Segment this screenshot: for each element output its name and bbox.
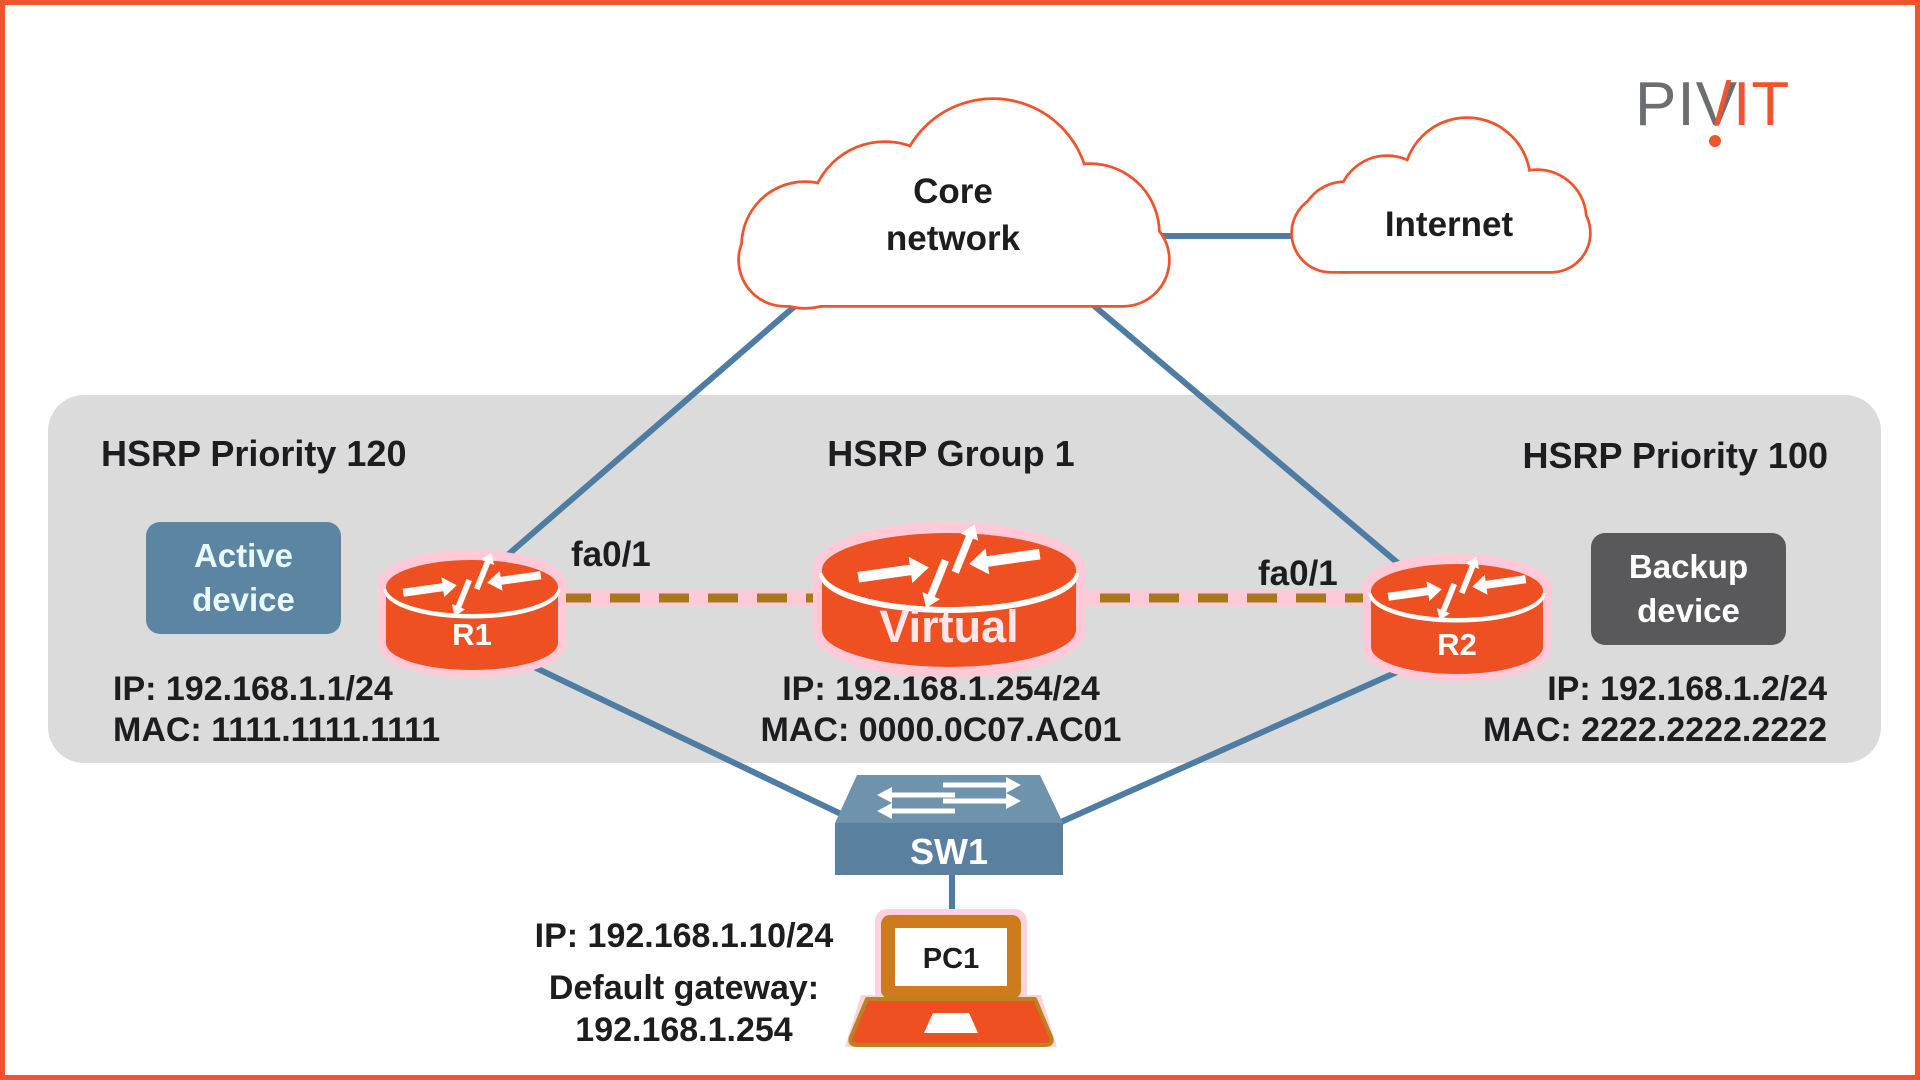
active-device-badge: Active device — [146, 522, 341, 634]
switch-sw1-label: SW1 — [909, 831, 989, 872]
hsrp-priority-120-label: HSRP Priority 120 — [101, 433, 407, 474]
backup-device-line2: device — [1637, 592, 1740, 629]
link-core-r1 — [471, 277, 827, 588]
active-device-line1: Active — [193, 537, 294, 574]
diagram-graphics — [378, 5, 1920, 1047]
r1-interface-label: fa0/1 — [571, 535, 651, 574]
router-r1-label: R1 — [452, 617, 492, 652]
pc1-ip: IP: 192.168.1.10/24 — [534, 917, 834, 955]
r2-interface-label: fa0/1 — [1258, 554, 1338, 593]
hsrp-group-label: HSRP Group 1 — [827, 433, 1075, 474]
r1-addressing: IP: 192.168.1.1/24 MAC: 1111.1111.1111 — [113, 669, 440, 751]
router-r2-icon — [1363, 554, 1551, 682]
switch-sw1-icon — [835, 775, 1063, 875]
pc1-addressing: IP: 192.168.1.10/24 Default gateway: 192… — [535, 915, 834, 1051]
router-virtual-icon — [813, 521, 1085, 678]
link-core-r2 — [1058, 274, 1447, 606]
pc1-gateway-value: 192.168.1.254 — [575, 1011, 793, 1049]
router-r2-label: R2 — [1437, 627, 1477, 662]
pc1-gateway-label: Default gateway: — [548, 969, 820, 1007]
internet-cloud — [1293, 119, 1589, 271]
pivit-logo: PIV/IT — [1635, 69, 1791, 147]
backup-device-line1: Backup — [1628, 548, 1749, 585]
internet-label: Internet — [1384, 205, 1514, 244]
r1-mac: MAC: 1111.1111.1111 — [113, 711, 441, 749]
hsrp-priority-100-label: HSRP Priority 100 — [1522, 435, 1828, 476]
virtual-addressing: IP: 192.168.1.254/24 MAC: 0000.0C07.AC01 — [761, 669, 1122, 751]
router-virtual-label: Virtual — [879, 601, 1019, 652]
virtual-ip: IP: 192.168.1.254/24 — [782, 670, 1100, 708]
logo-slash: / — [1713, 70, 1733, 139]
logo-dot-icon — [1709, 135, 1721, 147]
logo-text-orange: IT — [1733, 70, 1791, 139]
r2-mac: MAC: 2222.2222.2222 — [1482, 711, 1827, 749]
active-device-line2: device — [192, 581, 295, 618]
virtual-mac: MAC: 0000.0C07.AC01 — [760, 711, 1122, 749]
backup-device-badge: Backup device — [1591, 533, 1786, 645]
core-network-label: Core network — [885, 172, 1021, 258]
r2-ip: IP: 192.168.1.2/24 — [1547, 670, 1827, 708]
r1-ip: IP: 192.168.1.1/24 — [113, 670, 393, 708]
link-r2-sw1 — [1003, 644, 1455, 850]
logo-text-gray: PIV — [1635, 70, 1738, 139]
router-r1-icon — [378, 550, 566, 678]
pc1-laptop-icon — [845, 909, 1057, 1047]
pc1-label: PC1 — [922, 943, 980, 975]
r2-addressing: IP: 192.168.1.2/24 MAC: 2222.2222.2222 — [1483, 669, 1827, 751]
